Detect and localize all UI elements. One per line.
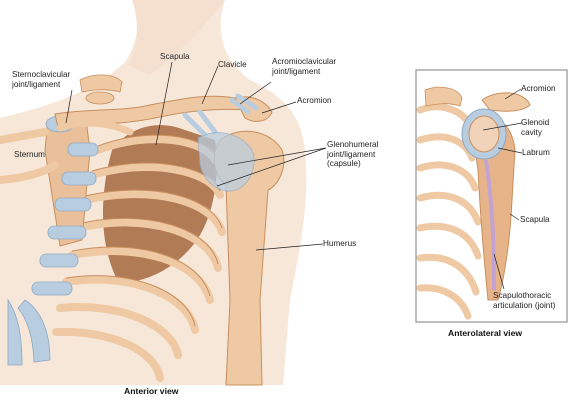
label-acromioclavicular: Acromioclavicular joint/ligament xyxy=(272,57,336,76)
label-lateral-scapula: Scapula xyxy=(520,215,550,224)
label-humerus: Humerus xyxy=(323,239,357,248)
label-glenohumeral: Glenohumeral joint/ligament (capsule) xyxy=(327,140,378,169)
label-glenohumeral-line1: Glenohumeral xyxy=(327,140,379,149)
label-sternoclavicular-line2: joint/ligament xyxy=(12,79,61,89)
label-sternoclavicular-line1: Sternoclavicular xyxy=(12,70,71,79)
label-acromioclavicular-line2: joint/ligament xyxy=(272,66,321,76)
label-sternoclavicular: Sternoclavicular joint/ligament xyxy=(12,70,70,89)
label-glenohumeral-line3: (capsule) xyxy=(327,159,361,168)
label-acromion: Acromion xyxy=(297,96,332,105)
label-glenoid-line2: cavity xyxy=(521,127,542,137)
ribs-left xyxy=(0,128,59,184)
anterior-leader-lines xyxy=(65,61,327,251)
label-clavicle: Clavicle xyxy=(218,60,247,69)
label-labrum: Labrum xyxy=(522,148,550,157)
ac-ligament xyxy=(182,93,259,138)
caption-anterior-view: Anterior view xyxy=(124,386,179,396)
caption-anterolateral-view: Anterolateral view xyxy=(448,328,523,338)
label-glenoid-line1: Glenoid xyxy=(521,118,550,127)
anterior-view-illustration xyxy=(0,0,307,386)
label-lateral-acromion: Acromion xyxy=(521,84,556,93)
cervical-vertebra xyxy=(79,74,123,105)
label-scapula: Scapula xyxy=(160,52,190,61)
costal-cartilages xyxy=(7,142,99,366)
label-glenohumeral-line2: joint/ligament xyxy=(327,149,376,159)
anterolateral-leader-lines xyxy=(482,88,523,290)
label-sternum: Sternum xyxy=(14,150,45,159)
label-acromioclavicular-line1: Acromioclavicular xyxy=(272,57,337,66)
label-scapulothoracic-line1: Scapulothoracic xyxy=(493,291,552,300)
label-glenoid-cavity: Glenoid cavity xyxy=(521,118,549,137)
anterolateral-view-illustration xyxy=(416,86,531,320)
glenoid-cavity xyxy=(468,115,500,153)
label-scapulothoracic: Scapulothoracic articulation (joint) xyxy=(493,291,555,310)
label-scapulothoracic-line2: articulation (joint) xyxy=(493,300,556,310)
